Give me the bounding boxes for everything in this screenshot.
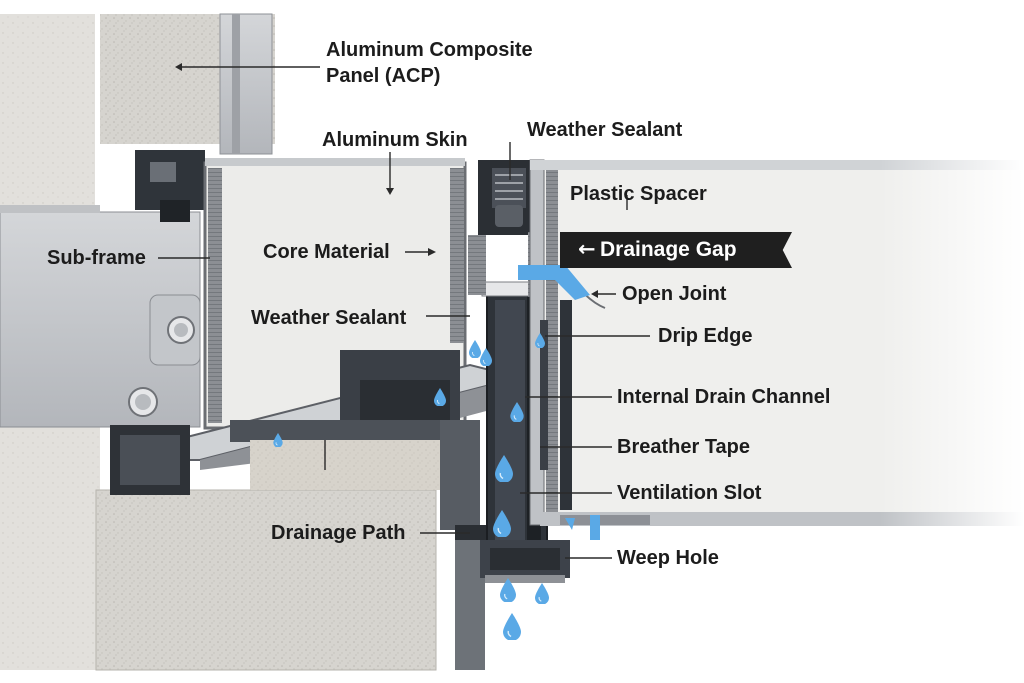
acp-upper-panel bbox=[219, 13, 273, 155]
drip-edge bbox=[540, 320, 548, 470]
label-acp-line2: Panel (ACP) bbox=[326, 65, 441, 87]
label-drainage-path: Drainage Path bbox=[271, 522, 406, 544]
label-drip-edge: Drip Edge bbox=[658, 325, 753, 347]
water-flow bbox=[518, 265, 590, 300]
label-drainage-gap: Drainage Gap bbox=[600, 238, 737, 261]
label-open-joint: Open Joint bbox=[622, 283, 727, 305]
concrete-wall-upper bbox=[0, 14, 95, 214]
water-flow bbox=[590, 515, 600, 540]
leader-lines bbox=[158, 66, 650, 559]
label-acp-line1: Aluminum Composite bbox=[326, 39, 533, 61]
concrete-slab bbox=[96, 490, 436, 670]
label-breather-tape: Breather Tape bbox=[617, 436, 751, 458]
water-drop bbox=[469, 340, 481, 358]
label-internal-drain-channel: Internal Drain Channel bbox=[617, 386, 831, 408]
label-aluminum-skin: Aluminum Skin bbox=[322, 129, 468, 151]
arrow-left-icon: ← bbox=[578, 237, 596, 261]
label-plastic-spacer: Plastic Spacer bbox=[570, 183, 707, 205]
water-drop bbox=[503, 613, 521, 640]
drainage-gap-banner: ← Drainage Gap bbox=[560, 232, 792, 268]
label-sub-frame: Sub-frame bbox=[47, 247, 146, 269]
plastic-spacer bbox=[481, 281, 533, 297]
label-weather-sealant-left: Weather Sealant bbox=[251, 307, 407, 329]
concrete-wall-lower bbox=[0, 425, 100, 670]
water-drop bbox=[535, 583, 549, 604]
label-weep-hole: Weep Hole bbox=[617, 547, 719, 569]
label-core-material: Core Material bbox=[263, 241, 390, 263]
label-weather-sealant-top: Weather Sealant bbox=[527, 119, 683, 141]
label-ventilation-slot: Ventilation Slot bbox=[617, 482, 762, 504]
